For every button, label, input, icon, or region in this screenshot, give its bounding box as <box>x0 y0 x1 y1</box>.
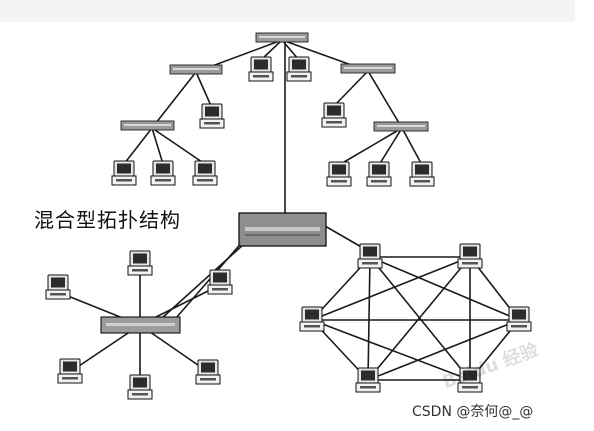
star-workstation <box>57 358 83 384</box>
tree-workstation <box>286 56 312 82</box>
tree-root-switch <box>255 32 309 43</box>
tree-workstation <box>409 161 435 187</box>
diagram-title: 混合型拓扑结构 <box>34 208 181 232</box>
mesh-workstation <box>299 306 325 332</box>
tree-workstation <box>199 103 225 129</box>
tree-left-switch <box>169 64 223 75</box>
star-workstation <box>195 359 221 385</box>
core-switch <box>238 212 327 247</box>
star-workstation <box>127 250 153 276</box>
star-workstation <box>45 274 71 300</box>
tree-workstation <box>150 160 176 186</box>
tree-left-sub-switch <box>120 120 175 131</box>
star-hub <box>100 316 181 334</box>
tree-workstation <box>192 160 218 186</box>
tree-workstation <box>326 161 352 187</box>
tree-workstation <box>366 161 392 187</box>
credit-text: CSDN @奈何@_@ <box>412 404 534 420</box>
tree-right-sub-switch <box>373 121 429 132</box>
mesh-workstation <box>355 367 381 393</box>
star-workstation <box>207 269 233 295</box>
top-strip <box>0 0 575 22</box>
mesh-workstation <box>506 306 532 332</box>
mesh-workstation <box>457 243 483 269</box>
tree-workstation <box>111 160 137 186</box>
tree-workstation <box>321 102 347 128</box>
tree-workstation <box>248 56 274 82</box>
star-workstation <box>127 374 153 400</box>
tree-right-switch <box>340 63 396 74</box>
mesh-workstation <box>357 243 383 269</box>
